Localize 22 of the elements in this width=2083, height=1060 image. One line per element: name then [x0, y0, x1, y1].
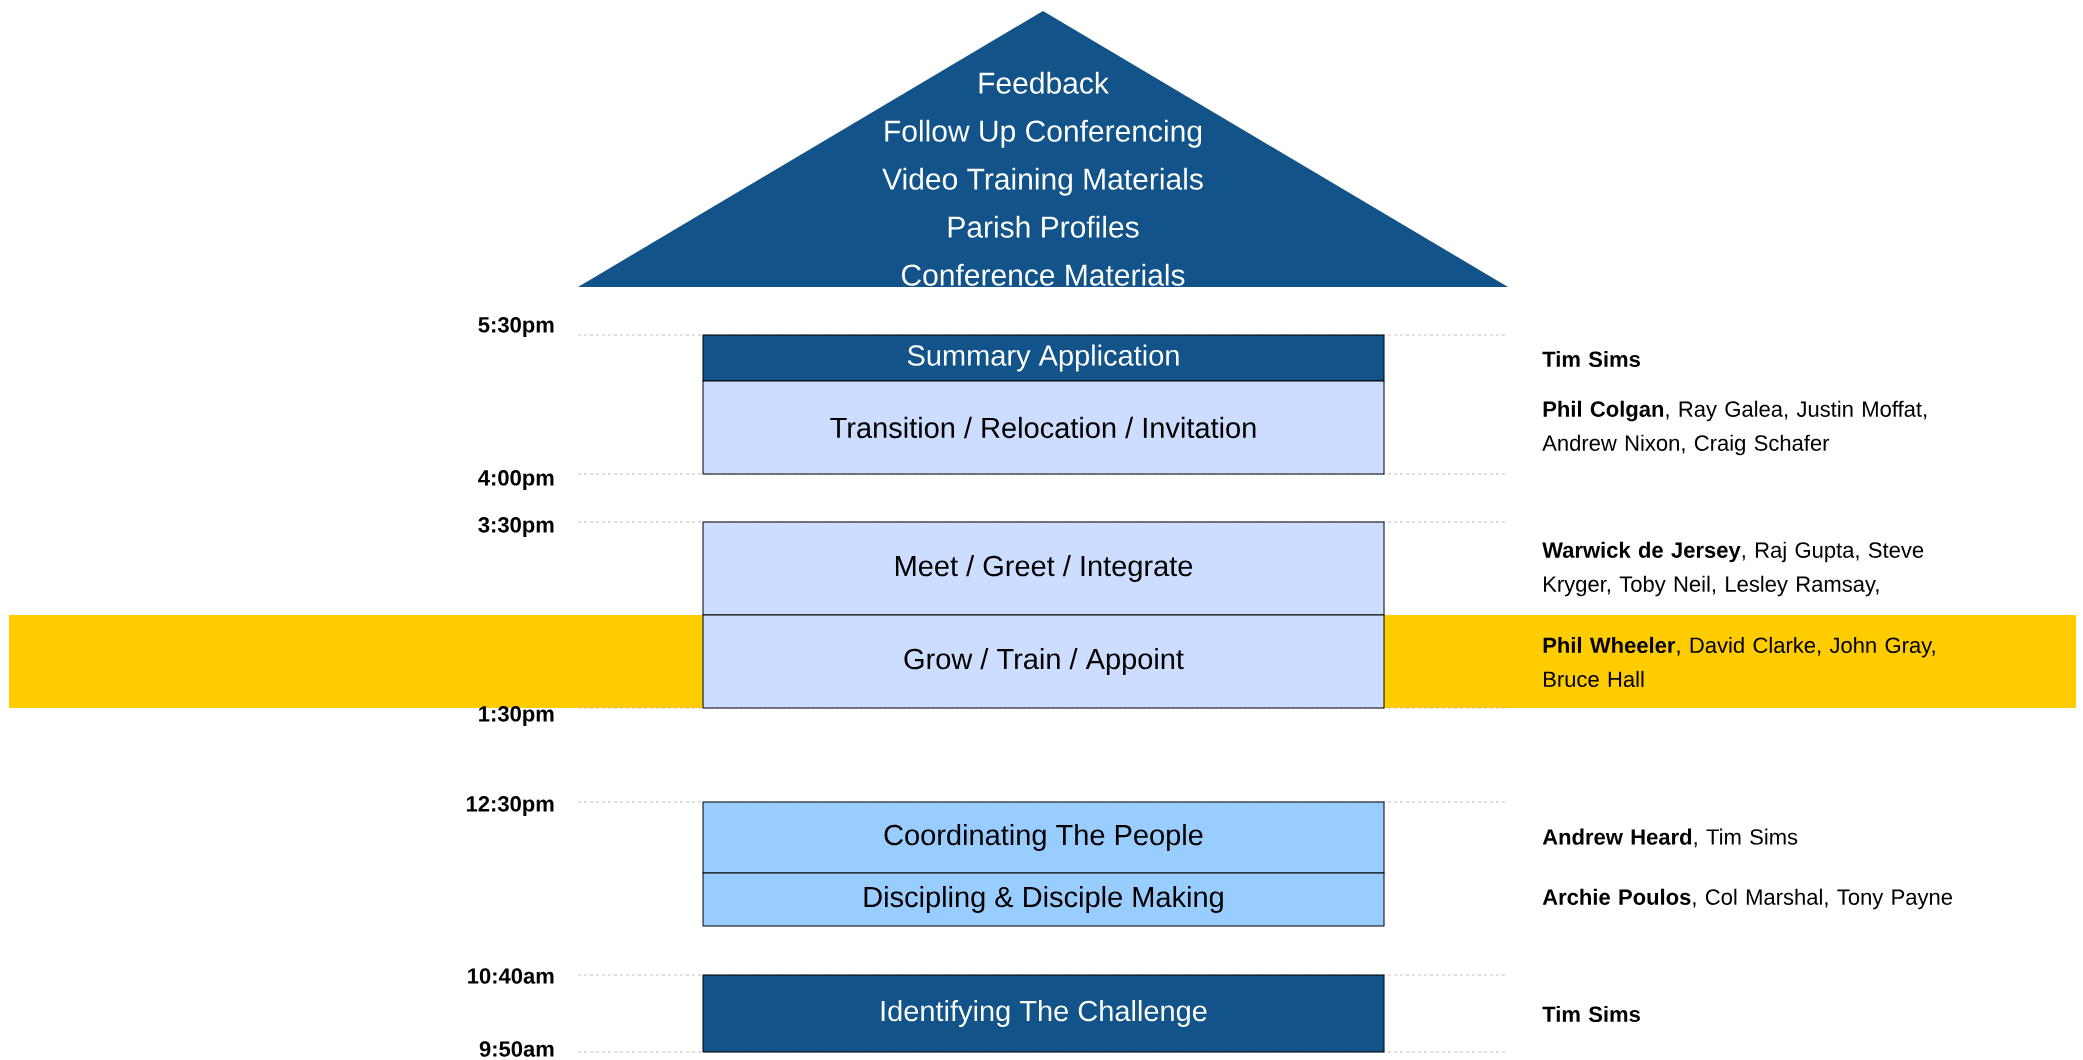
- speaker-names: Tim Sims: [1542, 1005, 1640, 1023]
- session-box: Discipling & Disciple Making: [702, 872, 1385, 927]
- session-box: Transition / Relocation / Invitation: [702, 380, 1385, 475]
- time-label: 4:00pm: [478, 470, 554, 490]
- session-box: Grow / Train / Appoint: [702, 614, 1385, 709]
- time-label: 10:40am: [468, 968, 554, 984]
- roof-triangle: Feedback Follow Up Conferencing Video Training Materials Parish Profiles Conference Materials: [578, 11, 1508, 287]
- time-label: 1:30pm: [479, 706, 554, 726]
- speaker-names: Andrew Heard, Tim Sims: [1542, 828, 1798, 848]
- speaker-names: Tim Sims: [1542, 350, 1640, 368]
- speaker-names: Phil Colgan, Ray Galea, Justin Moffat, Andrew Nixon, Craig Schafer: [1542, 400, 1927, 456]
- time-label: 3:30pm: [478, 517, 554, 537]
- speaker-names: Warwick de Jersey, Raj Gupta, Steve Kryger, Toby Neil, Lesley Ramsay,: [1542, 541, 1924, 597]
- session-box: Summary Application: [702, 334, 1385, 382]
- session-box: Identifying The Challenge: [702, 974, 1385, 1053]
- time-label: 9:50am: [479, 1041, 554, 1057]
- time-label: 12:30pm: [466, 796, 554, 816]
- speaker-names: Phil Wheeler, David Clarke, John Gray, Bruce Hall: [1543, 636, 1935, 688]
- session-box: Coordinating The People: [702, 801, 1385, 874]
- session-box: Meet / Greet / Integrate: [702, 521, 1385, 616]
- time-label: 5:30pm: [478, 317, 554, 337]
- speaker-names: Archie Poulos, Col Marshal, Tony Payne: [1542, 888, 1952, 910]
